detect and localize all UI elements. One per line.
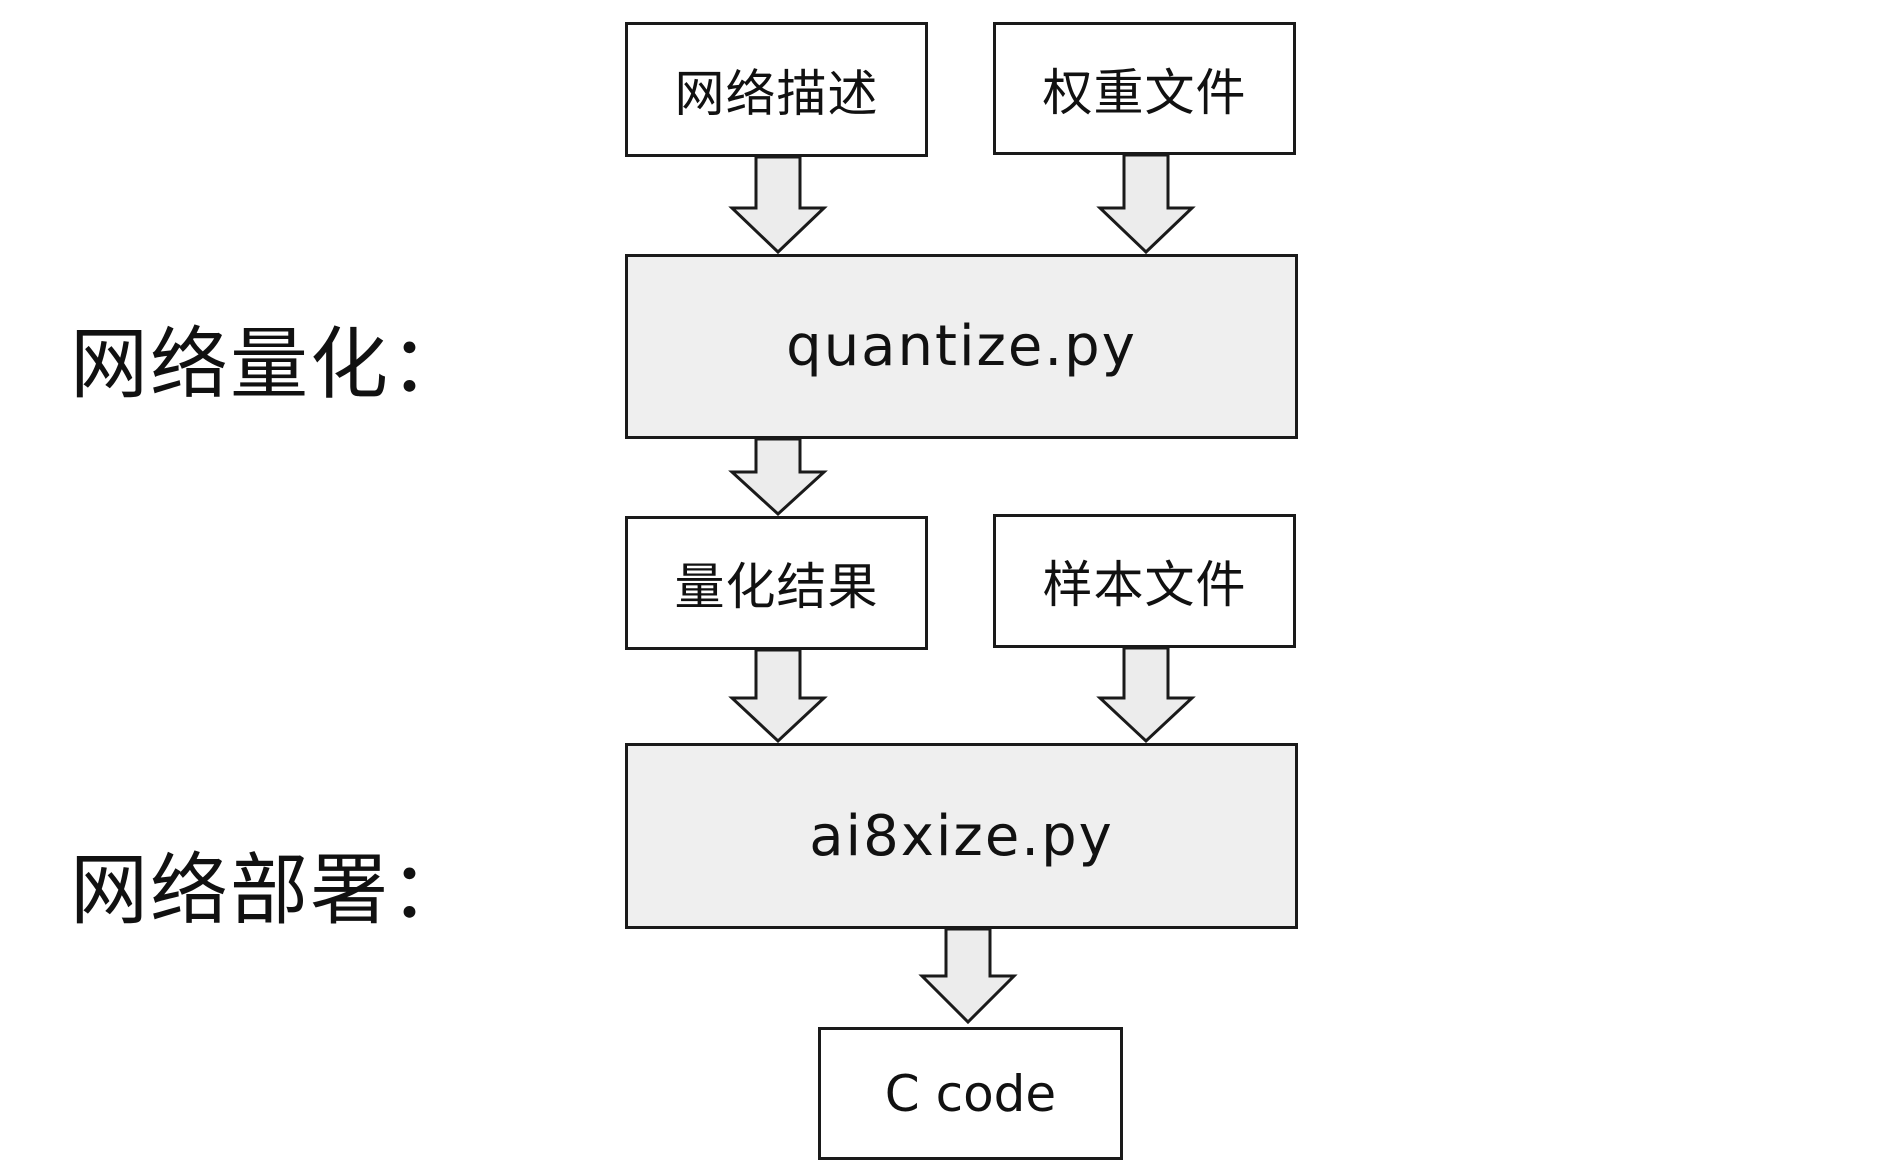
arrow-ai8xize-to-c-code [918, 927, 1018, 1025]
node-quantization-result: 量化结果 [625, 516, 928, 650]
node-sample-file: 样本文件 [993, 514, 1296, 648]
arrow-weight-file-to-quantize [1096, 153, 1196, 255]
node-network-description: 网络描述 [625, 22, 928, 157]
arrow-quantize-to-result [728, 437, 828, 517]
node-ai8xize-py: ai8xize.py [625, 743, 1298, 929]
arrow-network-desc-to-quantize [728, 155, 828, 255]
node-c-code: C code [818, 1027, 1123, 1160]
node-weight-file: 权重文件 [993, 22, 1296, 155]
stage-label-deploy: 网络部署： [70, 846, 471, 936]
node-quantize-py: quantize.py [625, 254, 1298, 439]
arrow-result-to-ai8xize [728, 648, 828, 744]
stage-label-quantize: 网络量化： [70, 320, 471, 410]
arrow-sample-file-to-ai8xize [1096, 646, 1196, 744]
